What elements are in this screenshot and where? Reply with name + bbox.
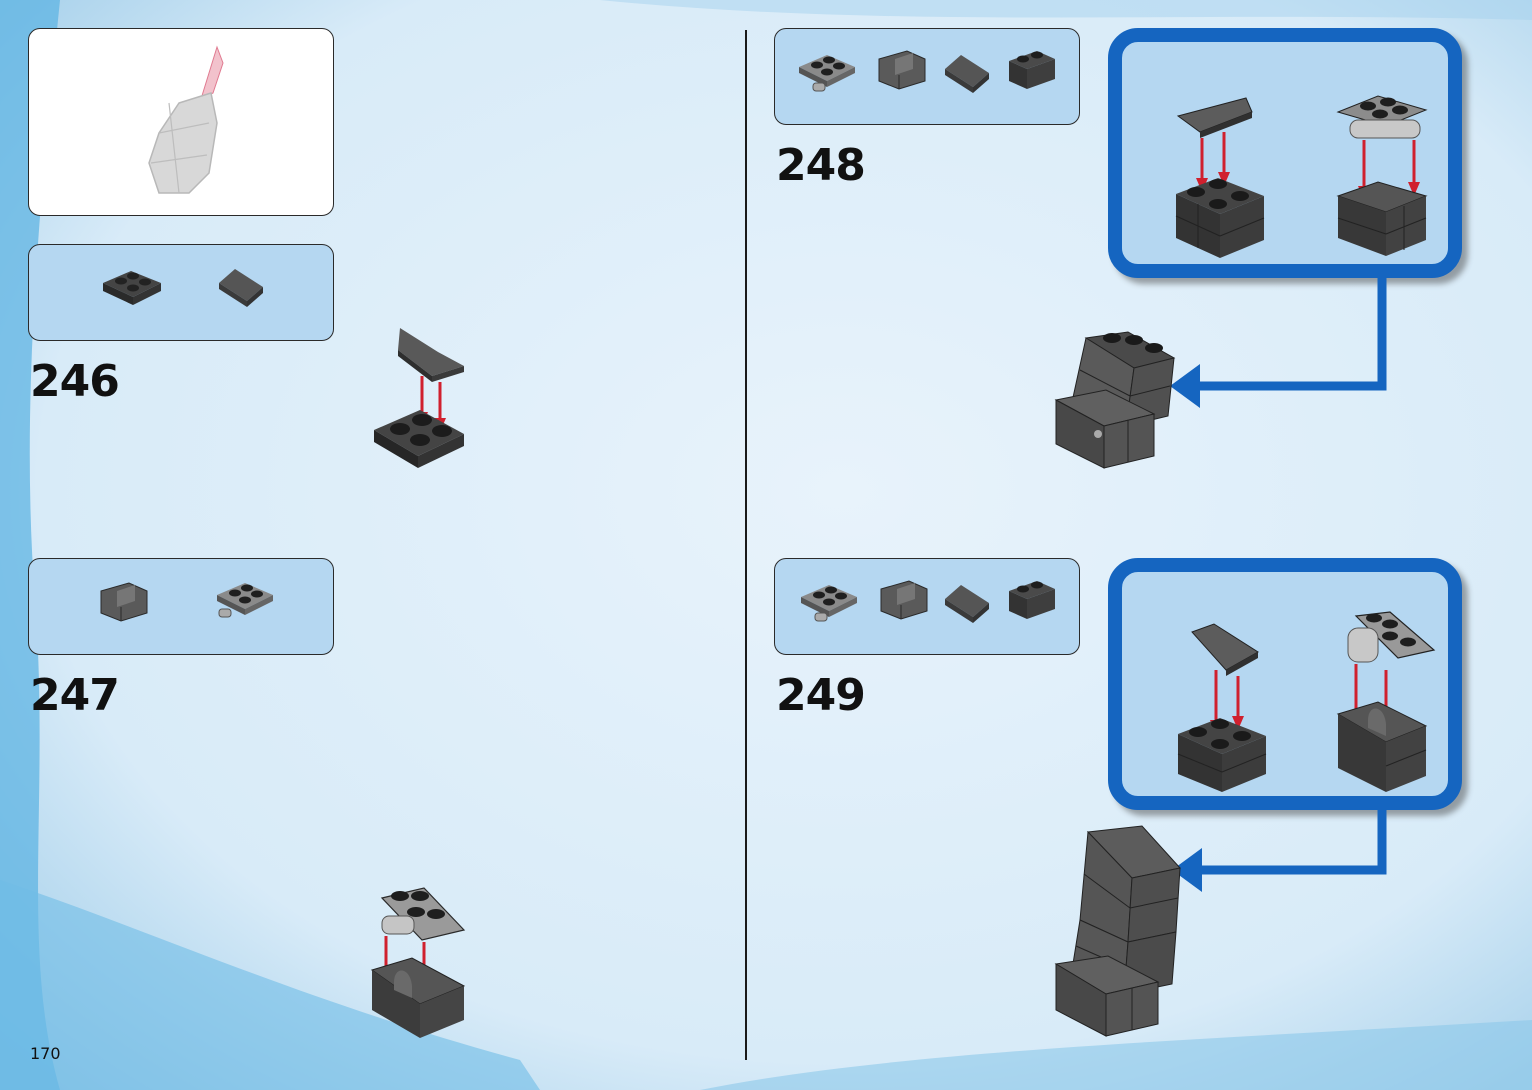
slope-tile-icon <box>943 51 993 95</box>
parts-list-247 <box>28 558 334 655</box>
sub-assembly-249-left <box>1174 620 1274 796</box>
bracket-plate-icon <box>99 579 151 623</box>
step-number-249: 249 <box>776 674 865 718</box>
bracket-plate-icon <box>877 47 929 93</box>
page-divider <box>745 30 747 1060</box>
step-number-248: 248 <box>776 144 865 188</box>
callout-arrow-248 <box>1160 268 1400 412</box>
sub-assembly-248-left <box>1172 92 1272 262</box>
step-247-assembly <box>368 886 468 1042</box>
hinge-plate-2x2-icon <box>213 573 275 621</box>
bracket-plate-icon <box>879 577 931 623</box>
sub-assembly-callout-248 <box>1108 28 1462 278</box>
callout-arrow-249 <box>1160 800 1400 900</box>
step-248-assembly <box>1050 330 1186 470</box>
brick-1x2-icon <box>1007 575 1059 623</box>
model-preview-panel <box>28 28 334 216</box>
plate-2x2-icon <box>101 263 163 307</box>
page-number: 170 <box>30 1044 61 1063</box>
parts-list-246 <box>28 244 334 341</box>
step-249-assembly <box>1050 824 1186 1040</box>
step-246-assembly <box>370 326 470 470</box>
slope-tile-icon <box>217 265 267 309</box>
sub-assembly-249-right <box>1334 610 1450 796</box>
hinge-plate-2x2-icon <box>795 45 857 93</box>
slope-tile-icon <box>943 581 993 625</box>
step-number-247: 247 <box>30 674 119 718</box>
parts-list-248 <box>774 28 1080 125</box>
sub-assembly-callout-249 <box>1108 558 1462 810</box>
model-preview-image <box>139 43 249 213</box>
hinge-plate-2x2-icon <box>797 575 859 623</box>
parts-list-249 <box>774 558 1080 655</box>
step-number-246: 246 <box>30 360 119 404</box>
sub-assembly-248-right <box>1334 86 1444 262</box>
brick-1x2-icon <box>1007 45 1059 93</box>
